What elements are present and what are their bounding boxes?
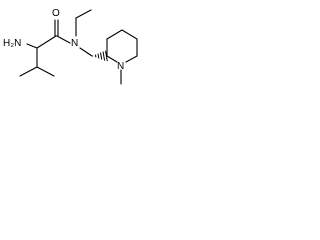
bond-cbeta-methyl1 [19,66,38,77]
bond-ethyl-ch2-ch3 [75,9,92,19]
ring-bond-n-c2 [106,55,118,63]
oxygen-label: O [52,8,60,19]
structure-diagram: H₂N O N N [0,0,141,89]
molecule-drawing: H₂N O N N [3,8,138,85]
bond-calpha-ccarbonyl [36,35,57,49]
ring-bond-c3-c4 [106,29,123,40]
amine-label: H₂N [3,38,21,49]
bond-calpha-amine [26,43,38,49]
ring-bond-c4-c5 [121,29,138,40]
stereo-hashed-wedge [92,50,108,62]
ring-nitrogen-label: N [117,61,124,72]
bond-ccarbonyl-amide-n [56,35,71,44]
bond-amide-n-ch2 [79,47,93,57]
ring-bond-c6-n [125,55,138,63]
bond-cbeta-methyl2 [36,66,55,77]
amide-nitrogen-label: N [71,38,78,49]
